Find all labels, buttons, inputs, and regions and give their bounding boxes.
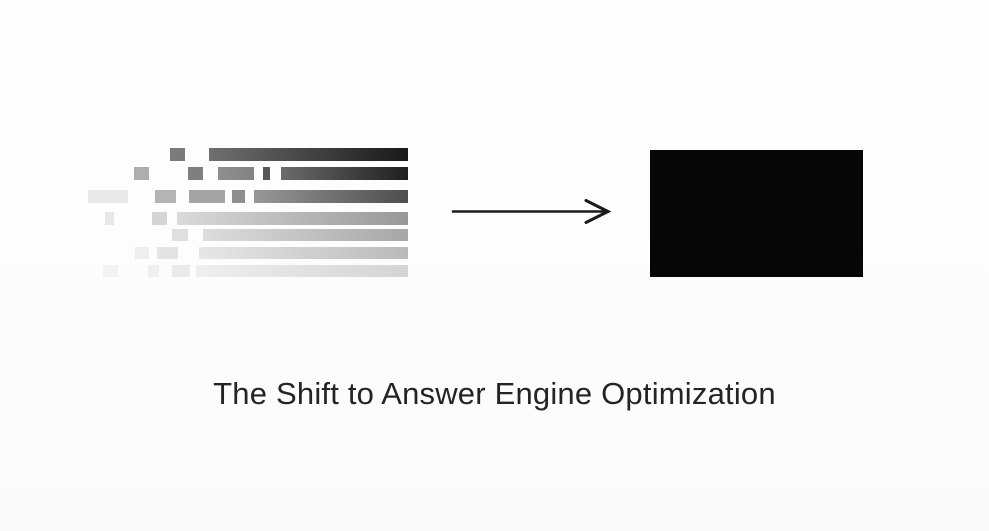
result-bar <box>203 229 408 241</box>
result-fragment <box>172 229 188 241</box>
result-fragment <box>188 167 203 180</box>
result-bar <box>189 190 225 203</box>
result-fragment <box>103 265 118 277</box>
result-bar <box>177 212 408 225</box>
result-fragment <box>135 247 149 259</box>
result-fragment <box>232 190 245 203</box>
result-bar <box>254 190 408 203</box>
arrow-right-icon <box>450 196 612 228</box>
result-fragment <box>105 212 114 225</box>
result-fragment <box>157 247 178 259</box>
result-fragment <box>134 167 149 180</box>
result-fragment <box>155 190 176 203</box>
result-fragment <box>172 265 190 277</box>
arrow-right-svg <box>451 199 612 224</box>
result-fragment <box>263 167 270 180</box>
result-fragment <box>148 265 159 277</box>
result-bar <box>196 265 408 277</box>
page-title: The Shift to Answer Engine Optimization <box>213 376 776 411</box>
result-bar <box>218 167 254 180</box>
result-bar <box>281 167 408 180</box>
result-bar <box>209 148 408 161</box>
result-bar <box>88 190 128 203</box>
answer-block <box>650 150 863 277</box>
result-bar <box>199 247 408 259</box>
result-fragment <box>170 148 185 161</box>
result-fragment <box>152 212 167 225</box>
